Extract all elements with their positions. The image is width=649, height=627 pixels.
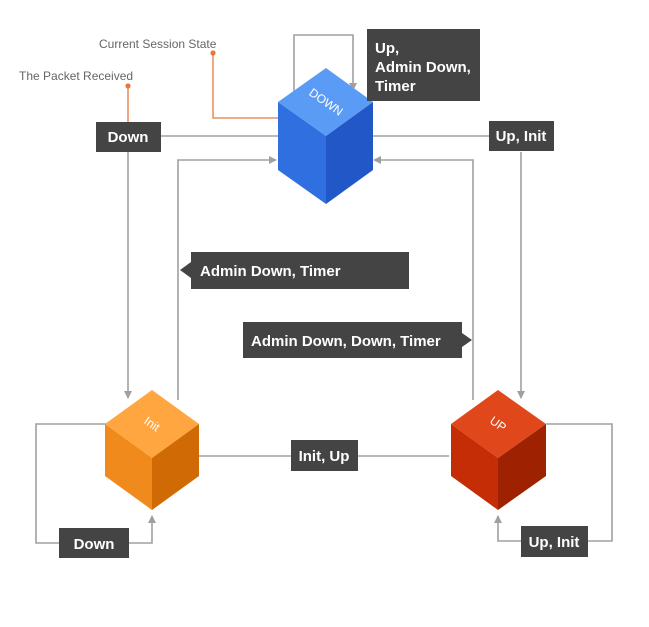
down-cube-right [326,102,373,204]
label-down-in-box: Down [96,122,161,152]
up-cube-left [451,424,498,510]
up-to-down-line [373,156,474,400]
state-cube-init: Init [105,390,199,510]
packet-received-dot [125,83,131,89]
current-state-dot [210,50,216,56]
label-down-loop-box: Up, Admin Down, Timer [367,29,480,101]
up-init-loop-text: Up, Init [529,534,580,551]
init-to-down-line [177,156,277,400]
packet-received-caption: The Packet Received [19,69,133,83]
init-up-text: Init, Up [299,448,350,465]
current-state-pointer [212,53,278,119]
init-cube-right [152,424,199,510]
current-session-state-caption: Current Session State [99,37,217,51]
down-loop-line-3: Timer [375,78,416,95]
admin-down-timer-text: Admin Down, Timer [200,263,341,280]
init-cube-left [105,424,152,510]
label-admin-down-timer-box: Admin Down, Timer [180,252,409,289]
label-up-init-loop-box: Up, Init [521,526,588,557]
state-cube-down: DOWN [278,68,373,204]
up-cube-top [451,390,546,458]
down-in-text: Down [108,129,149,146]
state-cube-up: UP [451,390,546,510]
connector-lines [35,34,613,544]
down-loop-line-1: Up, [375,40,399,57]
up-self-loop-line [494,423,613,542]
annotation-lines [127,53,278,122]
label-up-init-top-box: Up, Init [489,121,554,151]
down-init-loop-text: Down [74,536,115,553]
label-admin-down-down-timer-box: Admin Down, Down, Timer [243,322,472,358]
init-self-loop-line [35,423,156,544]
down-cube-top [278,68,373,136]
up-init-top-text: Up, Init [496,128,547,145]
down-self-loop-line [293,34,357,98]
down-loop-line-2: Admin Down, [375,59,471,76]
admin-down-down-timer-text: Admin Down, Down, Timer [251,333,441,350]
label-init-up-box: Init, Up [291,440,358,471]
up-cube-right [498,424,546,510]
down-cube-left [278,102,326,204]
label-down-init-loop-box: Down [59,528,129,558]
